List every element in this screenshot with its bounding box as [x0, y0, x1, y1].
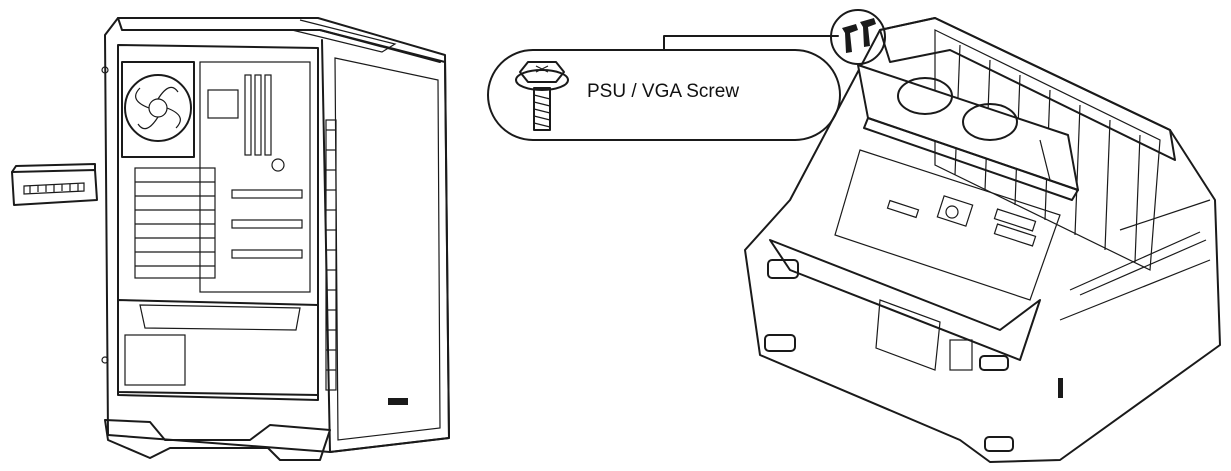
slot-bracket-icon — [11, 163, 98, 206]
expansion-slots — [134, 167, 216, 279]
graphics-card-icon — [857, 64, 1079, 201]
psu-shroud — [117, 299, 319, 396]
motherboard — [199, 61, 311, 293]
psu-shroud-right — [769, 239, 1041, 371]
front-badge — [388, 398, 408, 405]
screw-callout-label: PSU / VGA Screw — [587, 81, 740, 102]
rear-fan-icon — [121, 61, 195, 158]
screws-icon — [842, 18, 876, 53]
pc-case-left — [101, 17, 450, 461]
hex-washer-phillips-screw-icon — [515, 61, 569, 131]
side-vent-right — [1059, 199, 1211, 321]
pc-case-right — [744, 9, 1221, 463]
motherboard-right — [834, 149, 1061, 301]
front-vent — [325, 119, 337, 391]
screw-callout — [487, 35, 841, 141]
screw-highlight-circle — [830, 9, 886, 65]
